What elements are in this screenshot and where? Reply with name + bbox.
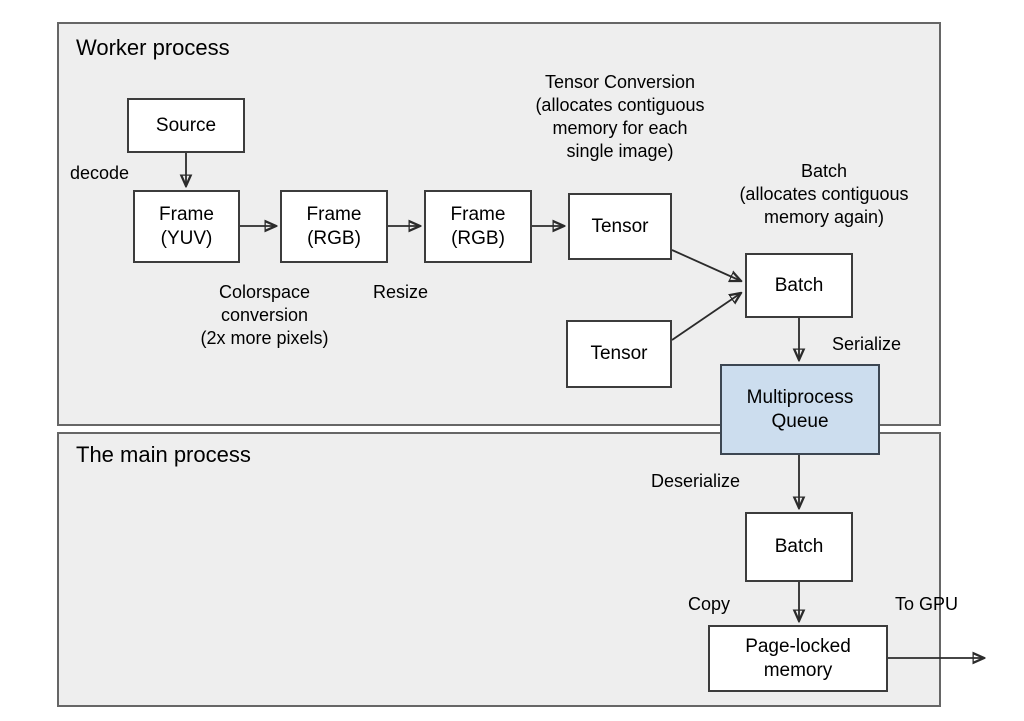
edge-label-copy: Copy <box>688 594 731 614</box>
panel-main-process-title: The main process <box>76 442 251 467</box>
node-batch-main[interactable]: Batch <box>745 512 853 582</box>
node-page-locked-memory[interactable]: Page-locked memory <box>708 625 888 692</box>
panel-worker-process-title: Worker process <box>76 35 230 60</box>
edge-label-colorspace-conversion: Colorspace conversion (2x more pixels) <box>200 282 329 349</box>
node-multiprocess-queue[interactable]: Multiprocess Queue <box>720 364 880 455</box>
node-tensor-1[interactable]: Tensor <box>568 193 672 260</box>
edge-label-to-gpu: To GPU <box>895 594 959 614</box>
node-frame-rgb-2[interactable]: Frame (RGB) <box>424 190 532 263</box>
edge-label-tensor-conversion: Tensor Conversion (allocates contiguous … <box>535 72 705 162</box>
edge-label-serialize: Serialize <box>832 334 902 354</box>
edge-label-resize: Resize <box>373 282 429 302</box>
edge-label-decode: decode <box>70 163 130 183</box>
node-batch-worker[interactable]: Batch <box>745 253 853 318</box>
edge-label-batch-note: Batch (allocates contiguous memory again… <box>739 161 909 228</box>
edge-label-deserialize: Deserialize <box>651 471 741 491</box>
node-tensor-2[interactable]: Tensor <box>566 320 672 388</box>
node-frame-yuv[interactable]: Frame (YUV) <box>133 190 240 263</box>
node-frame-rgb-1[interactable]: Frame (RGB) <box>280 190 388 263</box>
node-source[interactable]: Source <box>127 98 245 153</box>
